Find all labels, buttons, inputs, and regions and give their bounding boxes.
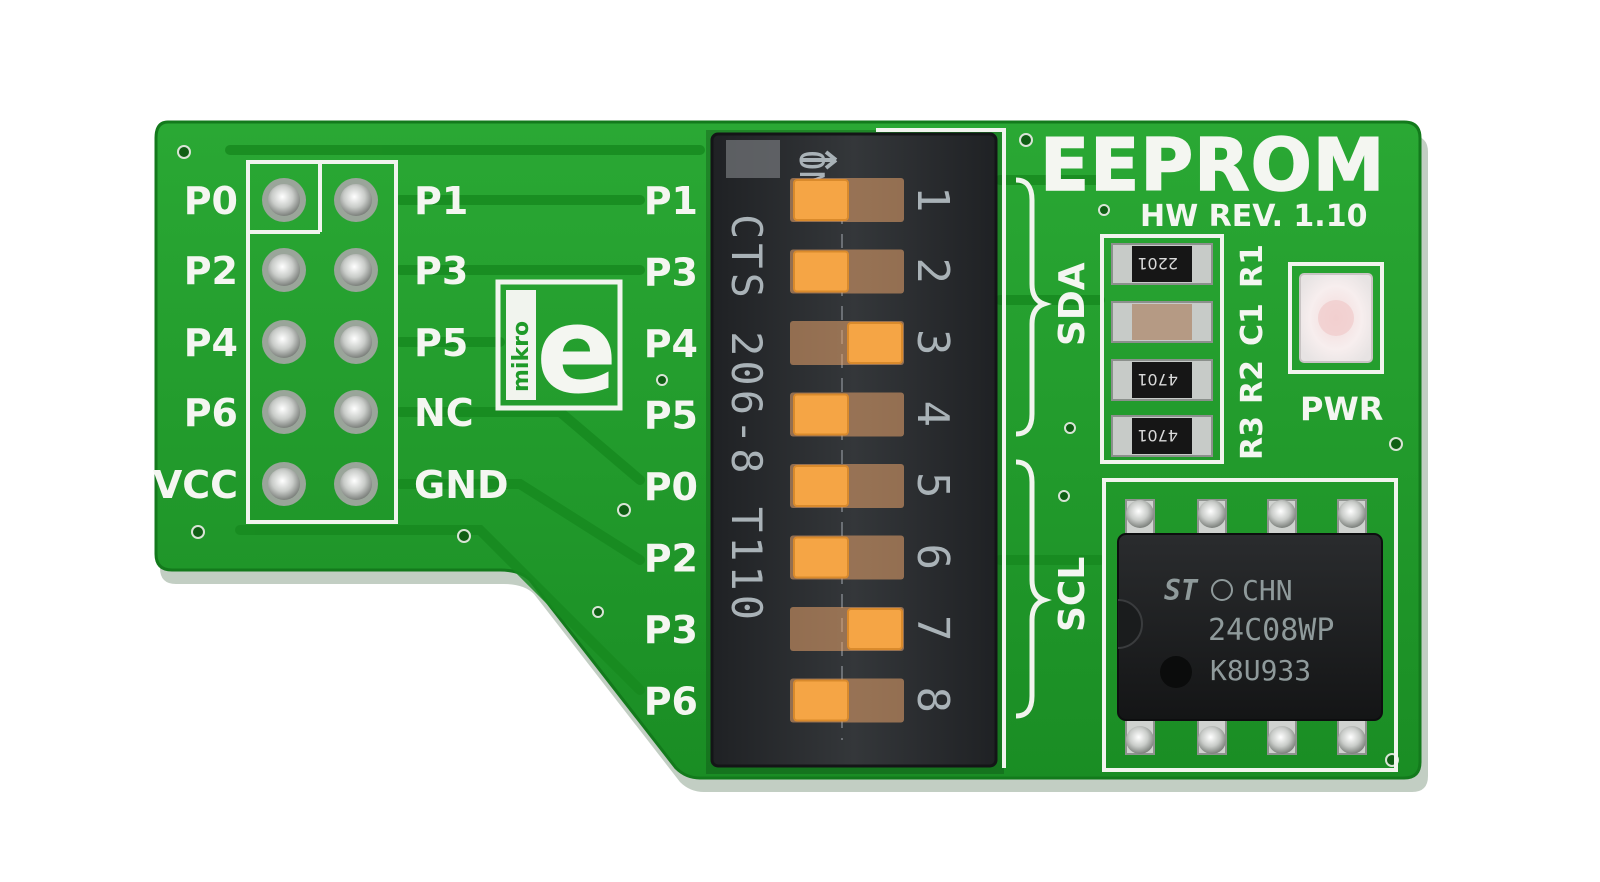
dip-lever [793, 393, 849, 436]
chip-pin-pad [1338, 726, 1366, 754]
header-pin [268, 396, 300, 428]
smd-marking: 4701 [1137, 370, 1178, 389]
scl-label: SCL [1052, 557, 1093, 632]
dip-pin-label: P6 [644, 680, 698, 724]
dip-number: 2 [907, 258, 958, 285]
dip-pin-label: P3 [644, 608, 698, 652]
dip-lever [847, 608, 903, 650]
dip-pin-label: P5 [644, 394, 698, 438]
bus-braces [1015, 177, 1052, 719]
header-pin [268, 184, 300, 216]
dip-number: 3 [907, 329, 958, 356]
dip-pin-label: P3 [644, 251, 698, 295]
board-title: EEPROM [1040, 123, 1385, 207]
pwr-led: PWR [1288, 262, 1384, 428]
chip-pin-pad [1126, 500, 1154, 528]
dip-pin-label: P2 [644, 537, 698, 581]
smd-marking: 4701 [1137, 426, 1178, 445]
vias [177, 133, 1403, 767]
dip-pin-label: P1 [644, 179, 698, 223]
hw-revision: HW REV. 1.10 [1140, 199, 1367, 234]
mikroe-logo: mikro e [495, 279, 623, 421]
component-ref: R3 [1235, 416, 1270, 460]
header-right-label: P5 [414, 321, 468, 365]
header-left-label: P6 [184, 391, 238, 435]
sda-label: SDA [1052, 262, 1093, 346]
dip-number: 5 [907, 472, 958, 499]
copper-traces [225, 145, 1105, 695]
dip-lever [793, 465, 849, 507]
dip-pin-label: P4 [644, 322, 698, 366]
pin1-marker [726, 140, 780, 178]
dip-lever [793, 536, 849, 579]
resistor [1132, 362, 1192, 398]
logo-mikro: mikro [509, 321, 534, 392]
smd-marking: 2201 [1137, 254, 1178, 273]
header-pins [262, 178, 378, 506]
header-pin [340, 254, 372, 286]
chip-line-3: K8U933 [1210, 654, 1311, 687]
pin1-dot [1160, 656, 1192, 688]
dip-pin-label: P0 [644, 465, 698, 509]
header-pin [268, 326, 300, 358]
dip-lever [793, 179, 849, 221]
header-left-label: VCC [153, 463, 238, 507]
dip-number: 7 [907, 615, 958, 642]
dip-number: 1 [907, 186, 958, 213]
resistor [1132, 246, 1192, 282]
passives-outline [1100, 234, 1224, 464]
chip-pin-pad [1198, 500, 1226, 528]
dip-number: 6 [907, 544, 958, 571]
chip-pin-pad [1338, 500, 1366, 528]
chip-pin-pad [1268, 726, 1296, 754]
header-pin [340, 468, 372, 500]
dip-numbers: 1 2 3 4 5 6 7 8 [907, 186, 958, 713]
st-logo-icon: ST [1164, 574, 1199, 607]
component-ref: R1 [1235, 244, 1270, 288]
header-right-label: P3 [414, 249, 468, 293]
resistor [1132, 418, 1192, 454]
eeprom-chip: ST CHN 24C08WP K8U933 [1102, 478, 1398, 772]
dip-outline [876, 128, 1006, 768]
chip-pin-pad [1198, 726, 1226, 754]
chip-line-1: CHN [1242, 574, 1293, 607]
dip-lever [847, 322, 903, 364]
header-right-label: NC [414, 391, 474, 435]
header-pin [340, 184, 372, 216]
header-pin [340, 326, 372, 358]
dip-lever [793, 679, 849, 722]
chip-pin-pad [1126, 726, 1154, 754]
capacitor [1132, 304, 1192, 340]
header-right-label: P1 [414, 179, 468, 223]
led-label: PWR [1300, 390, 1383, 428]
header-pin [268, 254, 300, 286]
chip-pin-pad [1268, 500, 1296, 528]
dip-number: 4 [907, 401, 958, 428]
header-left-label: P0 [184, 179, 238, 223]
component-ref: C1 [1235, 303, 1270, 346]
header-pin [340, 396, 372, 428]
component-ref: R2 [1235, 360, 1270, 404]
dip-levers [790, 178, 904, 723]
header-outline [246, 160, 398, 524]
header-right-label: GND [414, 463, 509, 507]
header-left-label: P2 [184, 249, 238, 293]
header-pin [268, 468, 300, 500]
dip-number: 8 [907, 687, 958, 714]
dip-model-text: CTS 206-8 T110 [722, 214, 771, 624]
logo-e: e [536, 282, 617, 421]
dip-lever [793, 250, 849, 293]
header-left-label: P4 [184, 321, 238, 365]
chip-line-2: 24C08WP [1208, 613, 1334, 648]
